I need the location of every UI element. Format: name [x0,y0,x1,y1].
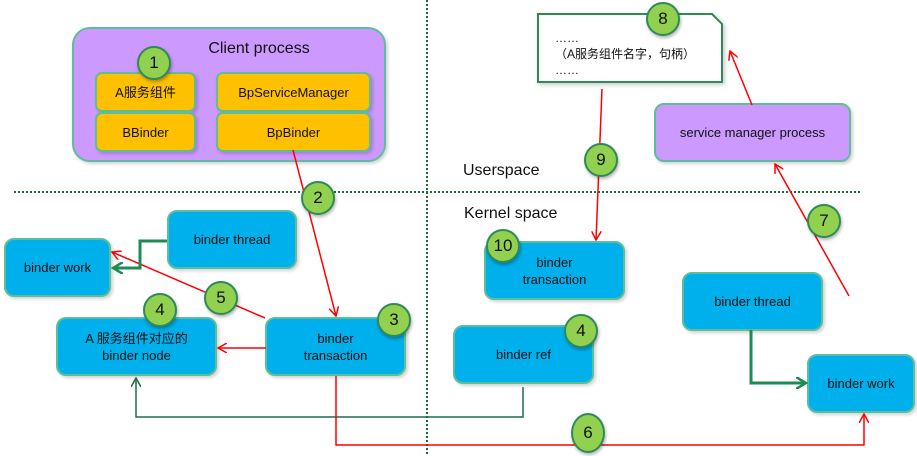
arrow-step-2 [292,149,336,316]
bpservicemanager-box: BpServiceManager [216,72,371,112]
a-service-component: A服务组件 [95,72,196,112]
service-manager-process-box: service manager process [654,103,851,162]
step-badge-10: 10 [486,229,520,263]
step-badge-7: 7 [807,204,841,238]
note-line-3: …… [555,63,579,77]
note-line-2: （A服务组件名字，句柄） [555,47,696,61]
arrow-thread-to-work-right [749,330,806,383]
step-badge-1: 1 [137,46,171,80]
bbinder-box: BBinder [95,112,196,152]
binder-work-left: binder work [4,238,111,297]
note-line-1: …… [555,31,579,45]
step-badge-8: 8 [646,2,680,36]
step-badge-5: 5 [204,281,238,315]
note-text: …… （A服务组件名字，句柄） …… [555,30,695,78]
step-badge-3: 3 [377,303,411,337]
step-badge-4-ref: 4 [564,314,598,348]
arrow-thread-to-work-left [113,239,167,268]
binder-node-box: A 服务组件对应的 binder node [56,317,217,376]
step-badge-4-node: 4 [143,293,177,327]
binder-thread-right: binder thread [682,272,823,331]
step-badge-6: 6 [571,413,605,453]
binder-thread-left: binder thread [167,210,297,269]
userspace-label: Userspace [463,162,540,179]
arrow-ref-to-node [136,378,524,418]
step-badge-2: 2 [301,181,335,215]
client-process-title: Client process [208,40,310,57]
arrow-step-5 [112,252,266,319]
binder-work-right: binder work [807,354,915,413]
note-shape [537,13,723,83]
step-badge-9: 9 [584,143,618,177]
arrow-sm-to-note [730,51,753,106]
kernel-space-label: Kernel space [464,205,558,222]
